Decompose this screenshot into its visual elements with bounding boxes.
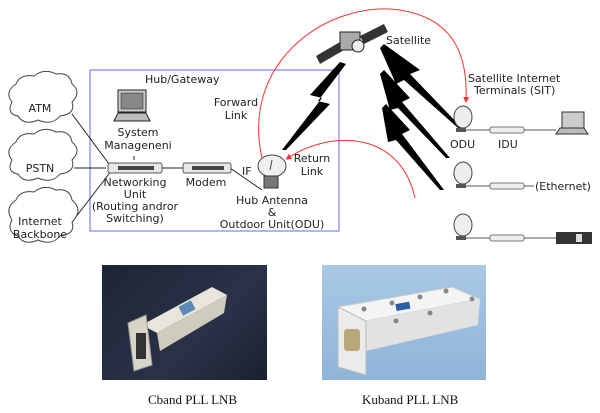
dish-icon: [453, 161, 473, 185]
odu-label: ODU: [450, 138, 475, 151]
forward-link-label-2: Link: [225, 109, 248, 122]
cband-lnb-caption: Cband PLL LNB: [148, 392, 238, 407]
networking-unit-label-3: (Routing andror: [92, 200, 179, 213]
downlink-bolt-1: [380, 44, 462, 128]
signal-bolts: [282, 44, 462, 190]
sit-label-2: Terminals (SIT): [473, 84, 555, 97]
hub-antenna-label-3: Outdoor Unit(ODU): [220, 218, 325, 231]
modem-device: [182, 162, 232, 174]
computer-icon: [113, 89, 151, 122]
laptop-icon: [555, 111, 589, 135]
return-link-label-1: Return: [294, 152, 331, 165]
modem-label: Modem: [186, 176, 227, 189]
hub-antenna-icon: [257, 154, 287, 189]
dish-icon: [453, 105, 473, 129]
downlink-bolt-3: [382, 104, 444, 190]
cband-lnb-photo: [102, 265, 267, 380]
sit-label-1: Satellite Internet: [468, 72, 561, 85]
hub-gateway-box: [89, 69, 340, 232]
terminal-3: [453, 213, 592, 244]
networking-unit-label-1: Networking: [104, 176, 167, 189]
terminal-2: [453, 161, 534, 190]
downlink-bolt-2: [380, 70, 450, 158]
cloud-internet-label-1: Internet: [18, 215, 62, 228]
dish-icon: [453, 213, 473, 237]
cloud-pstn: [8, 128, 78, 181]
networking-unit-device: [107, 162, 163, 174]
cloud-pstn-label: PSTN: [26, 162, 55, 175]
system-management-label-1: System: [117, 126, 158, 139]
kuband-lnb-caption: Kuband PLL LNB: [362, 392, 459, 407]
cloud-internet: [8, 186, 79, 243]
cloud-atm: [8, 70, 78, 123]
idu-device: [489, 126, 525, 134]
phone-adapter-icon: [556, 232, 592, 244]
return-link-label-2: Link: [301, 165, 324, 178]
forward-link-arc: [258, 8, 470, 159]
idu-label: IDU: [498, 138, 518, 151]
satellite-label: Satellite: [386, 34, 431, 47]
networking-unit-label-2: Unit: [124, 188, 147, 201]
system-management-label-2: Manageneni: [104, 139, 171, 152]
satellite-icon: [316, 24, 388, 64]
networking-unit-label-4: Switching): [106, 212, 164, 225]
hub-gateway-title: Hub/Gateway: [145, 73, 220, 86]
cloud-internet-label-2: Backbone: [13, 228, 67, 241]
terminal-1: [453, 105, 589, 135]
forward-link-label-1: Forward: [214, 96, 258, 109]
if-label: IF: [242, 165, 252, 178]
uplink-bolt: [282, 62, 346, 150]
idu-device: [489, 182, 525, 190]
idu-device: [489, 234, 525, 242]
hub-antenna-label-1: Hub Antenna: [236, 194, 308, 207]
hub-antenna-label-2: &: [268, 206, 277, 219]
cloud-atm-label: ATM: [29, 102, 52, 115]
ethernet-label: (Ethernet): [535, 180, 591, 193]
cloud-connections: [71, 113, 263, 223]
return-link-arc: [285, 140, 416, 199]
kuband-lnb-photo: [322, 265, 486, 380]
